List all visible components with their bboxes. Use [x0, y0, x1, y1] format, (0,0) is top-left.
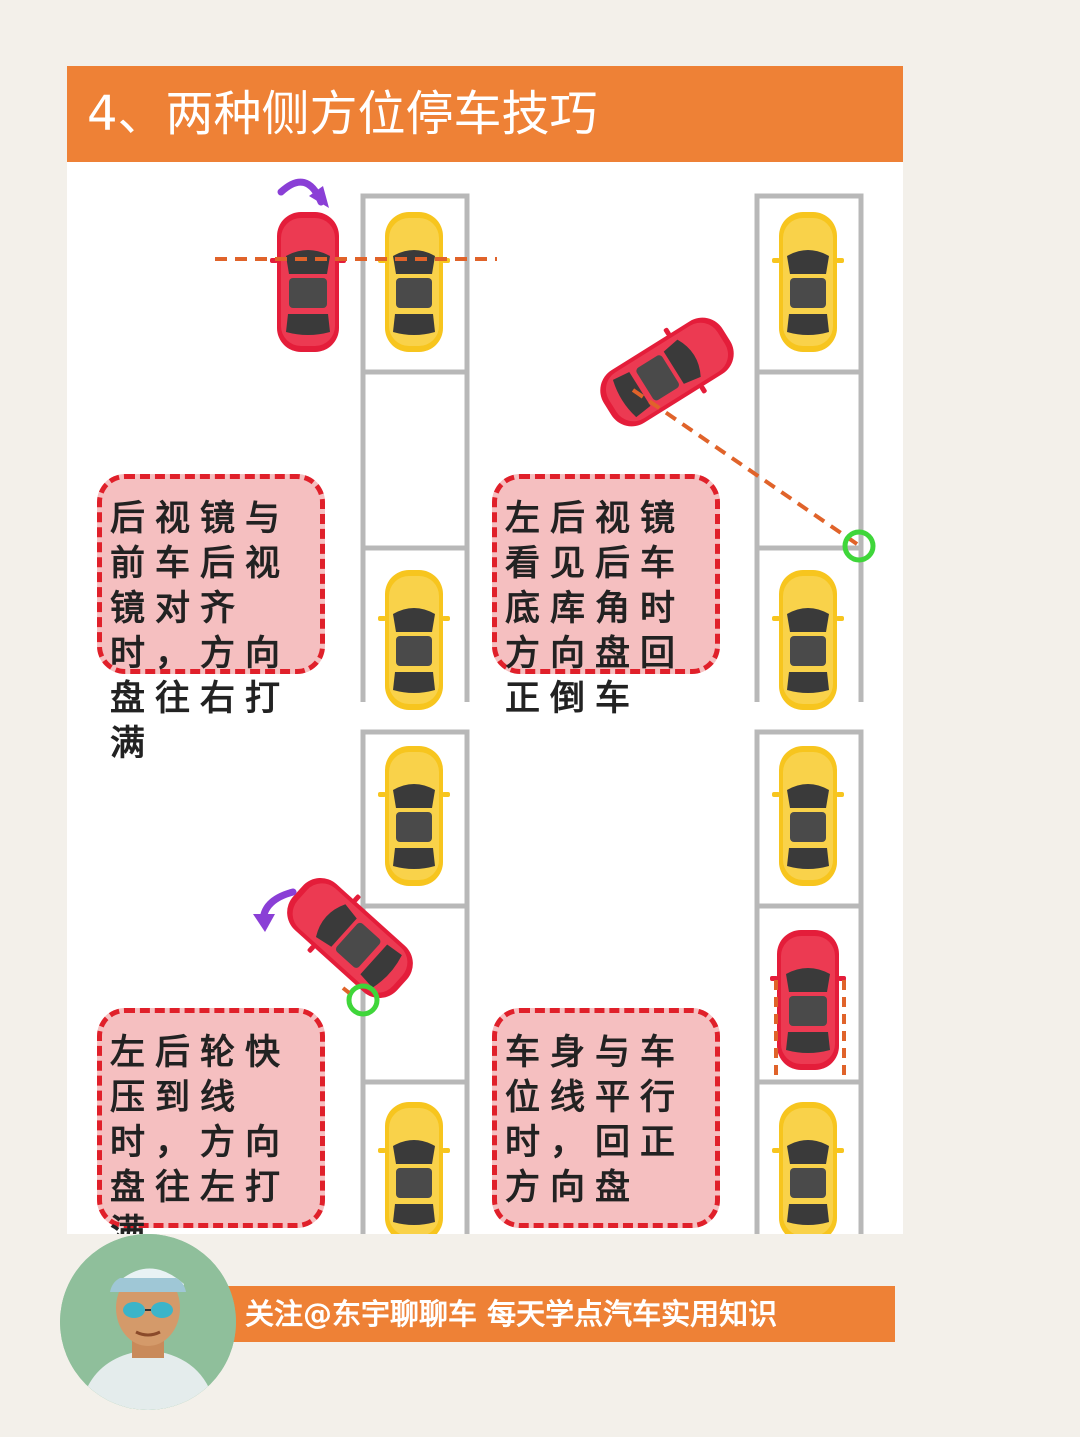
parking-diagram — [215, 178, 876, 1234]
parked-car-front-step2 — [772, 212, 844, 352]
diagram-panel: 后视镜与前车后视镜对齐时，方向盘往右打满 左后视镜看见后车底库角时方向盘回正倒车… — [67, 162, 903, 1234]
note-step3: 左后轮快压到线时，方向盘往左打满 — [97, 1008, 325, 1234]
parked-car-front-step1 — [378, 212, 450, 352]
parked-car-front-step3 — [378, 746, 450, 886]
footer-bar: 关注@东宇聊聊车 每天学点汽车实用知识 — [225, 1286, 895, 1342]
moving-car-step1 — [270, 212, 346, 352]
avatar-icon — [60, 1234, 236, 1410]
corner-marker-step2 — [842, 529, 876, 563]
parked-car-rear-step4 — [772, 1102, 844, 1234]
parked-car-rear-step2 — [772, 570, 844, 710]
footer-text: 关注@东宇聊聊车 每天学点汽车实用知识 — [245, 1297, 778, 1331]
note-step4: 车身与车位线平行时，回正方向盘 — [492, 1008, 720, 1228]
note-step2: 左后视镜看见后车底库角时方向盘回正倒车 — [492, 474, 720, 719]
avatar — [60, 1234, 236, 1410]
parking-lines-step4 — [754, 729, 864, 1234]
parked-car-front-step4 — [772, 746, 844, 886]
note-step1: 后视镜与前车后视镜对齐时，方向盘往右打满 — [97, 474, 325, 764]
moving-car-step4 — [770, 930, 846, 1070]
page-title: 4、两种侧方位停车技巧 — [87, 86, 598, 142]
parked-car-rear-step3 — [378, 1102, 450, 1234]
title-bar: 4、两种侧方位停车技巧 — [67, 66, 903, 162]
wheel-marker-step3 — [346, 983, 380, 1017]
sight-line — [631, 388, 859, 546]
parked-car-rear-step1 — [378, 570, 450, 710]
moving-car-step2 — [587, 302, 747, 442]
parking-lines-step1 — [360, 193, 470, 702]
